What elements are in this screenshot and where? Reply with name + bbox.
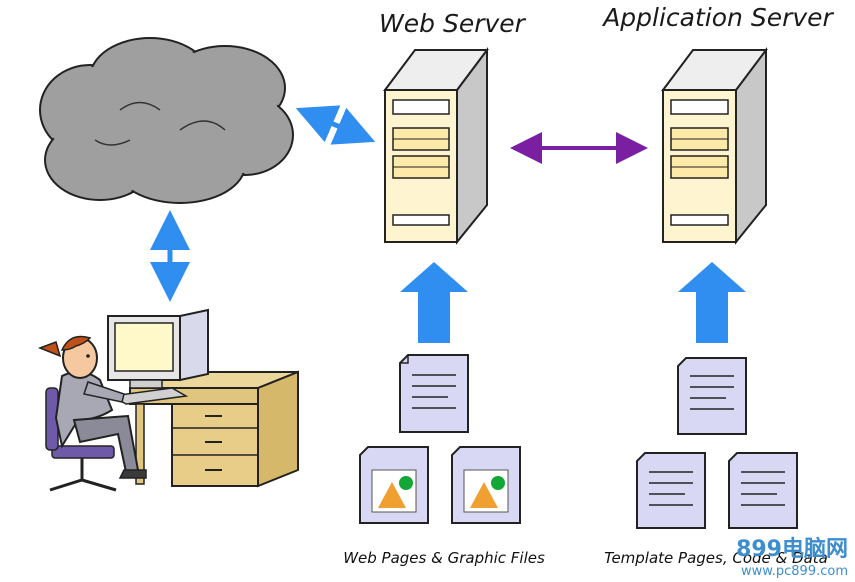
web-files-caption: Web Pages & Graphic Files xyxy=(343,549,545,567)
application-server-icon xyxy=(661,47,768,245)
svg-text:www.pc899.com: www.pc899.com xyxy=(741,564,848,579)
graphic-file-icon xyxy=(451,446,521,524)
arrow-cloud-webserver xyxy=(295,105,376,145)
web-page-document-icon xyxy=(399,354,469,433)
graphic-file-icon xyxy=(359,446,429,524)
code-document-icon xyxy=(636,452,706,529)
user-at-computer-icon xyxy=(37,308,299,492)
svg-text:899电脑网: 899电脑网 xyxy=(736,536,848,562)
watermark-logo: 899电脑网 www.pc899.com xyxy=(736,536,848,579)
web-server-title: Web Server xyxy=(379,9,527,38)
internet-cloud-icon xyxy=(39,37,294,204)
arrow-files-to-appserver xyxy=(678,262,746,343)
web-server-icon xyxy=(383,47,489,245)
app-server-title: Application Server xyxy=(601,3,834,32)
app-files-caption: Template Pages, Code & Data xyxy=(604,549,828,567)
data-document-icon xyxy=(728,452,798,529)
arrow-files-to-webserver xyxy=(400,262,468,343)
template-page-document-icon xyxy=(677,357,747,435)
